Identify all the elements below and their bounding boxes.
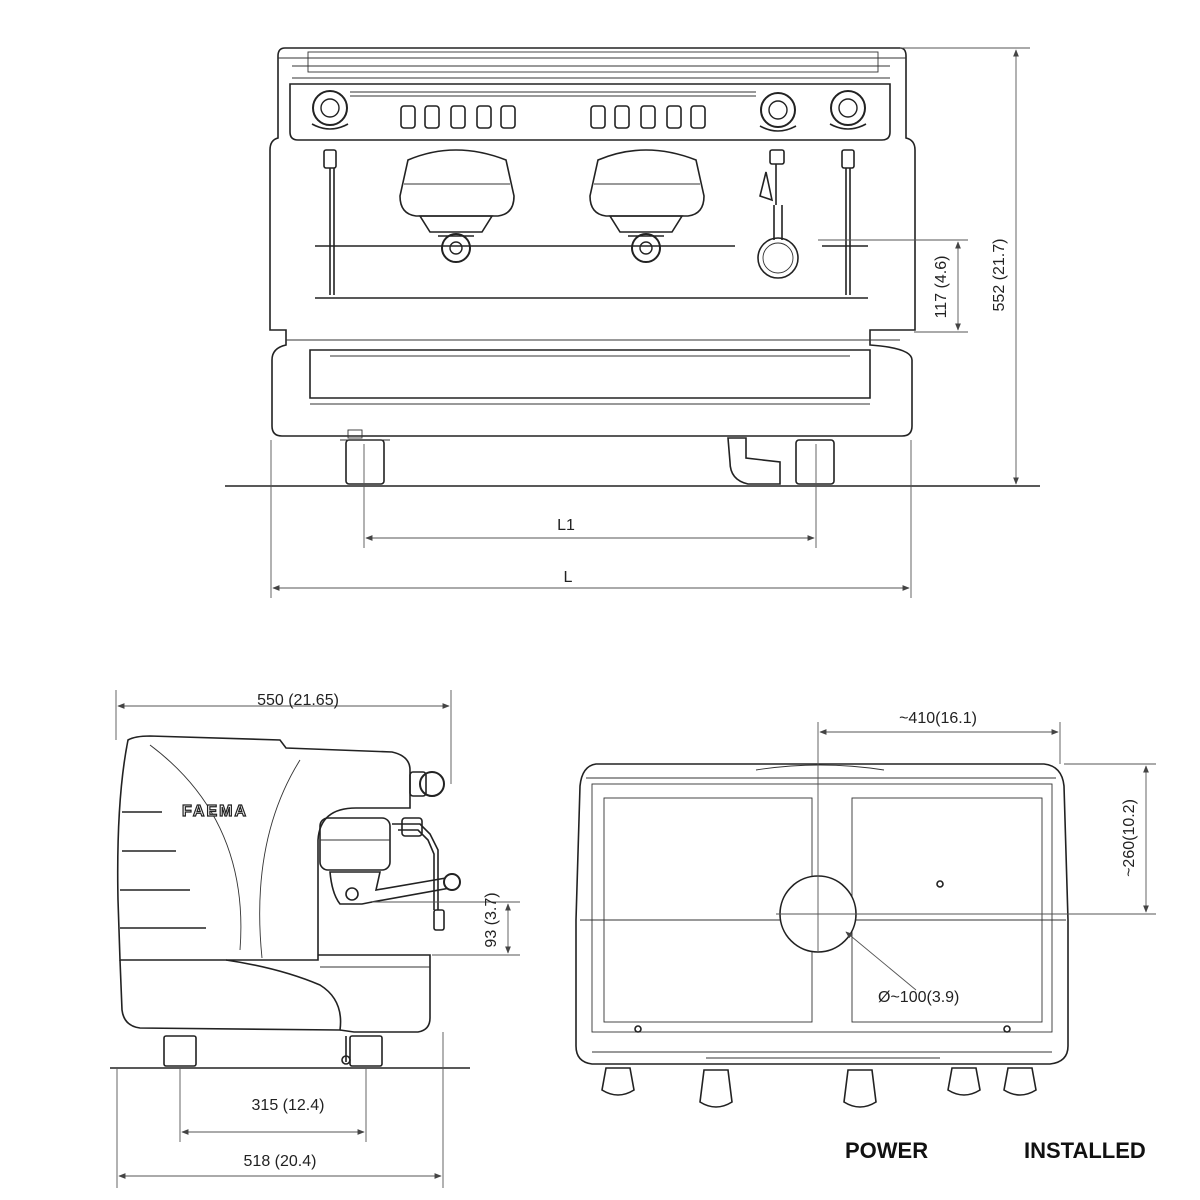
dim-depth-total: 550 (21.65)	[257, 692, 339, 709]
dim-cup-clearance: 117 (4.6)	[933, 256, 950, 319]
front-keypad-left	[400, 105, 516, 129]
front-keypad-right	[590, 105, 706, 129]
installed-label: INSTALLED	[1024, 1138, 1146, 1163]
front-foot-right	[795, 439, 835, 485]
front-foot-left	[345, 439, 385, 485]
front-group-head-right	[589, 149, 705, 263]
front-knob-left	[311, 90, 349, 130]
brand-logo: FAEMA	[182, 803, 248, 820]
power-label: POWER	[845, 1138, 929, 1163]
dim-length-l1: L1	[557, 517, 575, 534]
side-knob-top	[419, 771, 445, 797]
front-group-head-left	[399, 149, 515, 263]
front-steam-wand-right	[841, 149, 855, 295]
dim-depth-base: 518 (20.4)	[244, 1153, 317, 1170]
side-body-outline	[116, 735, 411, 961]
front-control-panel	[289, 83, 891, 141]
dim-rear-hole-diameter: Ø~100(3.9)	[878, 989, 959, 1006]
dim-feet-spacing: 315 (12.4)	[252, 1097, 325, 1114]
front-body-outline	[269, 47, 916, 437]
rear-view: ~410(16.1) ~260(10.2) Ø~100(3.9)	[575, 710, 1156, 1108]
dim-length-l: L	[564, 569, 573, 586]
side-foot-right	[349, 1035, 383, 1067]
front-view: 552 (21.7) 117 (4.6) L1 L	[225, 47, 1040, 598]
side-steam-wand	[392, 823, 439, 910]
front-steam-wand-left	[323, 149, 337, 295]
front-drip-tray	[309, 349, 871, 399]
dim-height-front: 552 (21.7)	[991, 239, 1008, 312]
side-view: FAEMA 550 (21.65) 93 (3.7) 315 (1	[110, 690, 520, 1188]
front-hot-water-tap	[757, 149, 799, 279]
front-knob-right-1	[759, 92, 797, 132]
rear-body-outline	[575, 763, 1069, 1065]
front-drain-fitting	[727, 437, 781, 485]
side-foot-left	[163, 1035, 197, 1067]
dim-rear-width-offset: ~410(16.1)	[899, 710, 977, 727]
side-group-head	[319, 817, 391, 871]
front-knob-right-2	[829, 90, 867, 130]
dim-rear-height-offset: ~260(10.2)	[1121, 799, 1138, 877]
dim-height-93: 93 (3.7)	[483, 892, 500, 947]
rear-feet	[601, 1067, 1037, 1108]
